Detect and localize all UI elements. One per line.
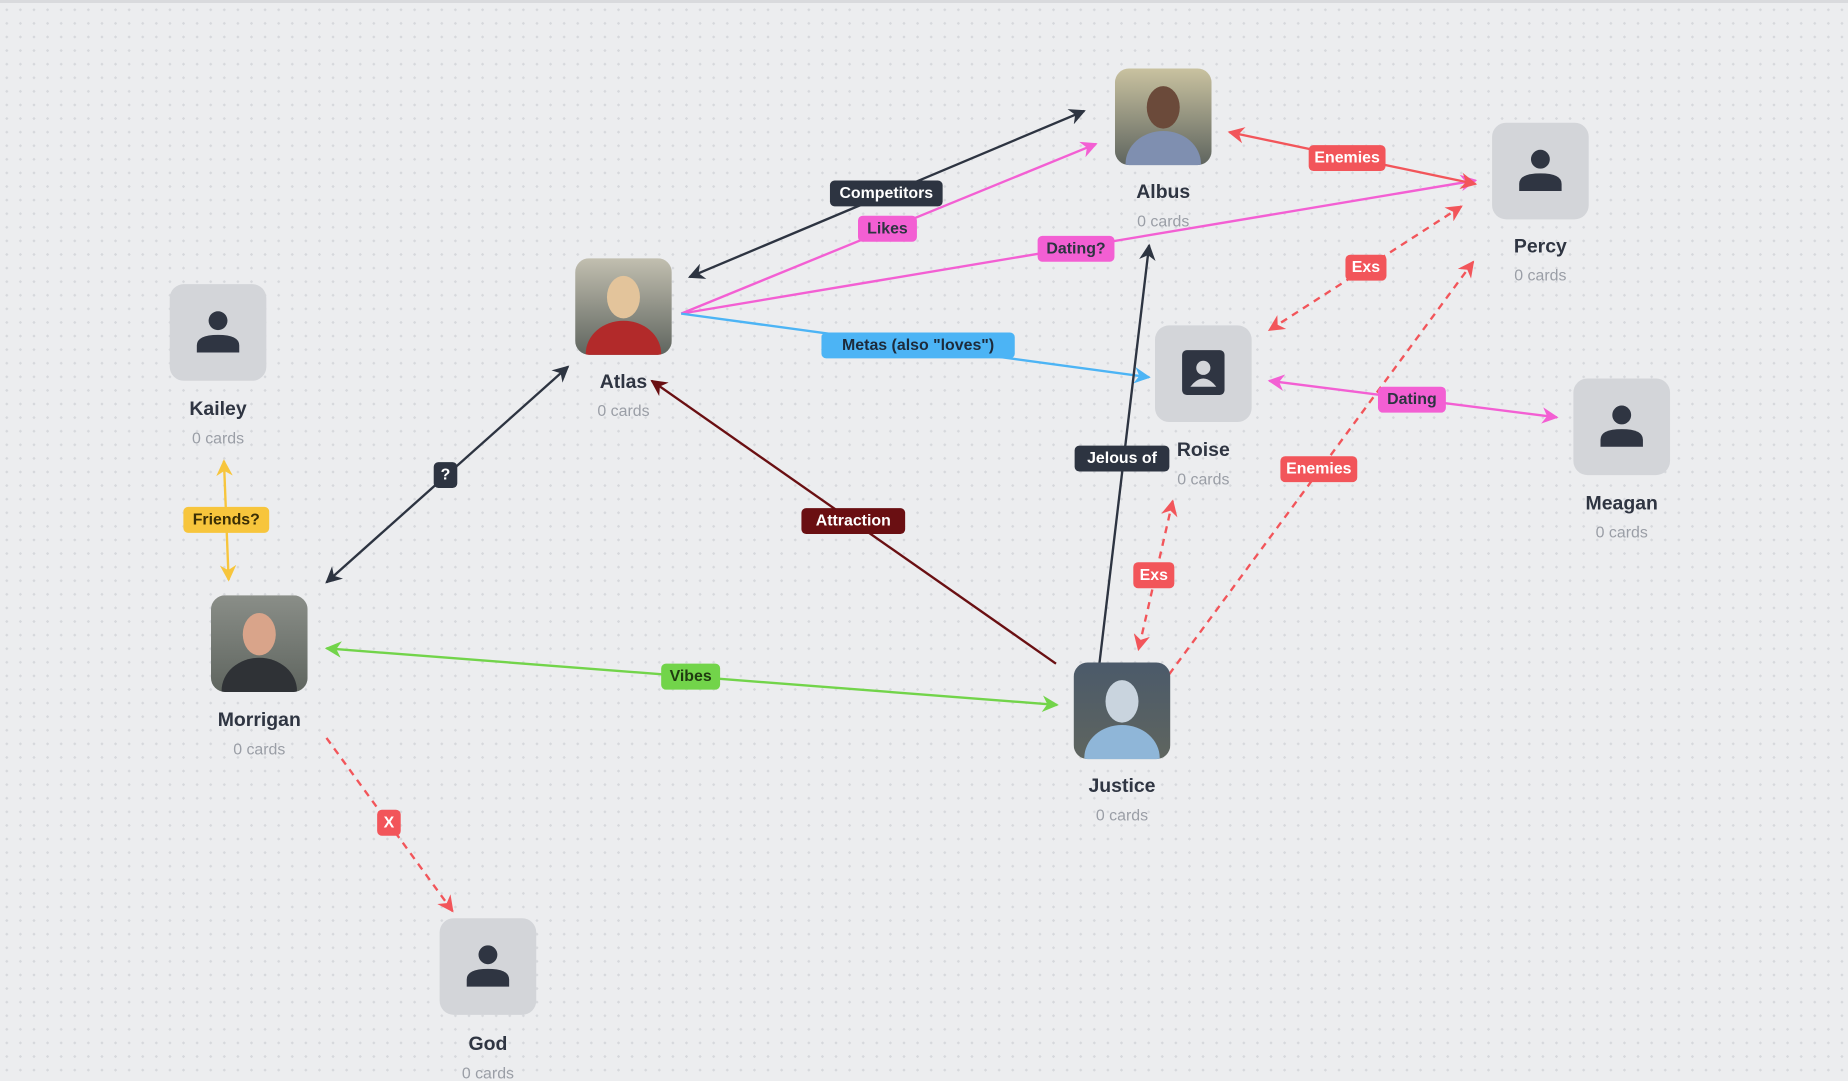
edge-label-badge [801, 508, 906, 535]
edge-label[interactable]: Metas (also "loves") [821, 332, 1015, 359]
node-morrigan[interactable]: Morrigan 0 cards [210, 595, 308, 758]
node-card-count: 0 cards [233, 741, 285, 758]
edge-label[interactable]: Enemies [1280, 456, 1358, 483]
person-icon [196, 311, 240, 353]
edge-label-text: Metas (also "loves") [842, 337, 994, 354]
edge-label[interactable]: Exs [1133, 562, 1175, 589]
node-albus[interactable]: Albus 0 cards [1114, 68, 1212, 230]
edge-label[interactable]: Likes [858, 215, 917, 242]
node-card-count: 0 cards [1514, 268, 1566, 285]
node-name: Percy [1514, 235, 1567, 257]
node-name: Meagan [1586, 492, 1658, 514]
edge-label-text: Likes [867, 220, 908, 237]
edge-label[interactable]: Attraction [801, 508, 906, 535]
edge-label-text: X [384, 814, 395, 831]
edge-label-text: Enemies [1314, 150, 1380, 167]
avatar-placeholder [169, 284, 267, 381]
edge-label-badge [1308, 145, 1386, 172]
edge-label-text: Vibes [670, 668, 712, 685]
edge-label-badge [821, 332, 1015, 359]
edge-label-text: Attraction [816, 513, 891, 530]
edge-label[interactable]: Exs [1345, 254, 1387, 281]
edge-label-badge [377, 809, 401, 836]
edge-label-text: Friends? [193, 511, 260, 528]
node-card-count: 0 cards [1177, 472, 1229, 489]
edge-label-badge [433, 462, 458, 489]
edge-label[interactable]: Dating? [1037, 235, 1115, 262]
avatar-placeholder [439, 918, 537, 1015]
node-card-count: 0 cards [597, 403, 649, 420]
edge-label-text: Exs [1140, 567, 1168, 584]
node-name: Roise [1177, 439, 1230, 461]
edge-label-badge [661, 663, 721, 690]
node-card-count: 0 cards [1137, 213, 1189, 230]
node-justice[interactable]: Justice 0 cards [1073, 662, 1171, 824]
node-kailey[interactable]: Kailey 0 cards [169, 284, 267, 447]
edge-label-badge [183, 506, 270, 533]
avatar-portrait [1114, 68, 1212, 166]
node-card-count: 0 cards [1096, 807, 1148, 824]
node-card-count: 0 cards [1596, 525, 1648, 542]
node-name: Morrigan [218, 709, 301, 731]
node-name: Atlas [600, 371, 648, 393]
avatar-placeholder [1492, 122, 1589, 220]
node-name: Justice [1089, 775, 1156, 797]
avatar-portrait [1073, 662, 1171, 760]
node-roise[interactable]: Roise 0 cards [1155, 325, 1252, 489]
edge-label-text: Competitors [839, 185, 933, 202]
edge-label[interactable]: Vibes [661, 663, 721, 690]
edge-label-badge [1037, 235, 1115, 262]
avatar-portrait [210, 595, 308, 692]
edge-label-badge [1133, 562, 1175, 589]
edge-label-badge [1280, 456, 1358, 483]
avatar-portrait [575, 258, 672, 355]
node-percy[interactable]: Percy 0 cards [1492, 122, 1589, 285]
avatar-placeholder [1573, 378, 1671, 476]
node-name: Kailey [189, 398, 246, 420]
node-card-count: 0 cards [462, 1066, 514, 1081]
edge-label[interactable]: Competitors [829, 180, 943, 207]
node-atlas[interactable]: Atlas 0 cards [575, 258, 672, 420]
edge-label[interactable]: Friends? [183, 506, 270, 533]
contact-card-icon [1182, 350, 1225, 395]
edge-label[interactable]: X [377, 809, 401, 836]
edge-label-badge [858, 215, 917, 242]
edge-label-text: ? [441, 467, 451, 484]
person-icon [466, 945, 510, 987]
edge-label[interactable]: Jelous of [1074, 445, 1170, 472]
person-icon [1600, 405, 1643, 447]
edge-label-badge [829, 180, 943, 207]
edge-label-text: Dating? [1046, 240, 1105, 257]
edge-label[interactable]: Enemies [1308, 145, 1386, 172]
person-icon [1519, 149, 1562, 192]
node-card-count: 0 cards [192, 430, 244, 447]
edge-label[interactable]: ? [433, 462, 458, 489]
edge-label-text: Dating [1387, 391, 1436, 408]
node-name: God [468, 1033, 507, 1055]
edge-label-badge [1345, 254, 1387, 281]
node-meagan[interactable]: Meagan 0 cards [1573, 378, 1671, 542]
edge-label-badge [1074, 445, 1170, 472]
node-name: Albus [1136, 181, 1190, 203]
edge-label[interactable]: Dating [1377, 386, 1446, 413]
edge-label-text: Enemies [1286, 461, 1352, 478]
edge-label-text: Exs [1352, 259, 1380, 276]
edge-label-badge [1377, 386, 1446, 413]
node-god[interactable]: God 0 cards [439, 918, 537, 1081]
edge-label-text: Jelous of [1087, 450, 1158, 467]
